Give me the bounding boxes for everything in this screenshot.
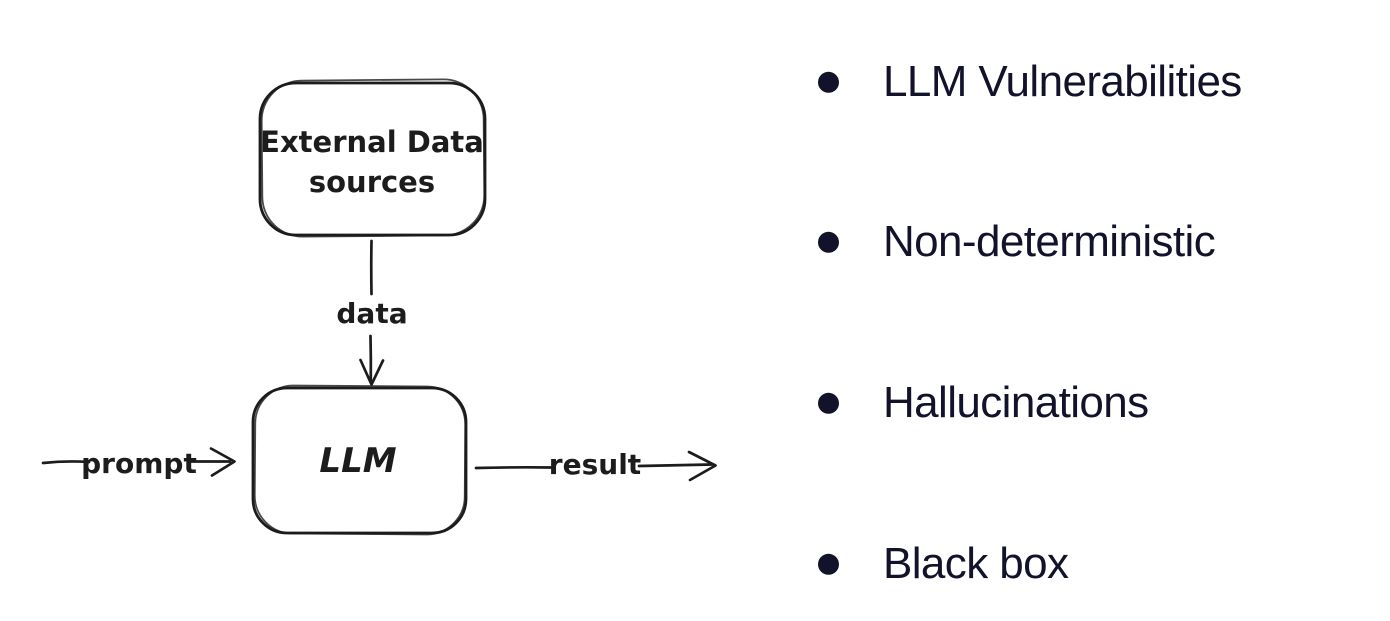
llm-box-sketch-stroke <box>253 384 467 536</box>
bullet-dot-icon <box>818 231 839 253</box>
external-data-sources-box <box>258 81 487 237</box>
external-data-sources-label-line1: External Data <box>260 125 484 159</box>
bullet-label: LLM Vulnerabilities <box>883 56 1242 106</box>
flow-diagram: External Data sources data LLM prompt re… <box>41 78 717 536</box>
bullet-dot-icon <box>818 71 839 93</box>
data-edge-label: data <box>336 297 407 330</box>
list-item: LLM Vulnerabilities <box>818 56 1242 106</box>
bullet-dot-icon <box>818 392 839 414</box>
bullet-label: Black box <box>883 538 1069 588</box>
bullet-dot-icon <box>818 553 839 575</box>
bullet-label: Non-deterministic <box>883 216 1216 266</box>
llm-label: LLM <box>319 441 396 481</box>
prompt-arrow-line-left <box>41 460 91 465</box>
external-data-sources-label-line2: sources <box>309 165 435 199</box>
result-edge: result <box>474 448 717 482</box>
result-arrowhead-icon <box>687 450 717 482</box>
prompt-edge-label: prompt <box>81 447 197 480</box>
data-edge: data <box>336 239 408 386</box>
prompt-edge: prompt <box>41 447 236 480</box>
llm-node: LLM <box>251 384 468 536</box>
result-edge-label: result <box>549 448 641 481</box>
external-data-sources-node: External Data sources <box>258 78 487 238</box>
list-item: Non-deterministic <box>818 216 1216 266</box>
llm-box <box>251 386 468 535</box>
list-item: Hallucinations <box>818 377 1149 427</box>
list-item: Black box <box>818 538 1069 588</box>
bullet-label: Hallucinations <box>883 377 1149 427</box>
data-arrowhead-icon <box>359 358 385 386</box>
result-arrow-line-right <box>637 463 714 468</box>
prompt-arrowhead-icon <box>209 447 236 477</box>
external-data-sources-box-sketch-stroke <box>260 78 486 238</box>
result-arrow-line-left <box>474 465 554 470</box>
